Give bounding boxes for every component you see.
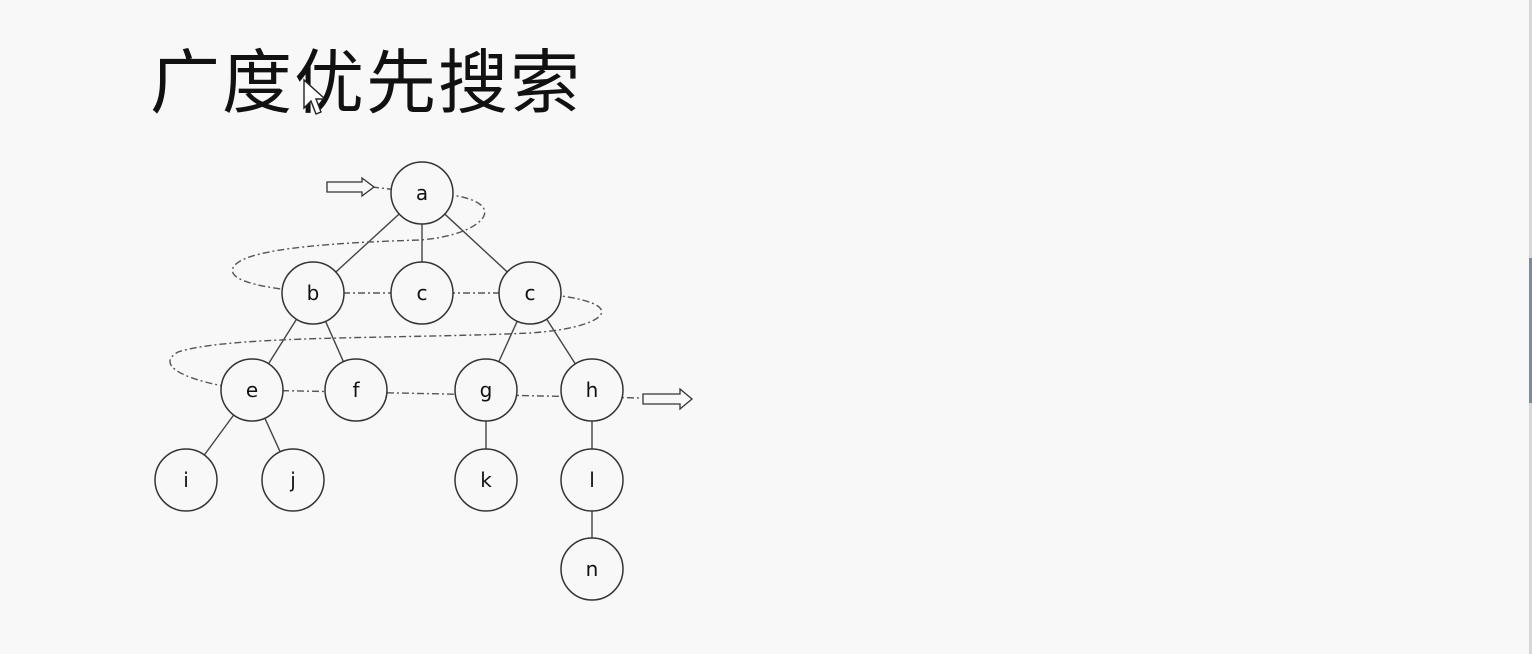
tree-node-b: b — [281, 261, 345, 325]
tree-node-circle — [498, 261, 562, 325]
tree-node-circle — [390, 161, 454, 225]
tree-edge-a-c2 — [444, 213, 508, 273]
tree-edges — [203, 213, 593, 538]
slide-title: 广度优先搜索 — [150, 42, 582, 124]
tree-node-label: a — [416, 181, 428, 205]
tree-node-circle — [261, 448, 325, 512]
tree-node-circle — [560, 537, 624, 601]
tree-node-label: n — [586, 557, 599, 581]
tree-node-circle — [154, 448, 218, 512]
tree-node-circle — [220, 358, 284, 422]
tree-node-f: f — [324, 358, 388, 422]
tree-edge-b-e — [267, 318, 298, 365]
tree-node-label: l — [589, 468, 595, 492]
start-arrow-icon — [326, 176, 376, 198]
tree-node-i: i — [154, 448, 218, 512]
tree-node-e: e — [220, 358, 284, 422]
tree-node-label: c — [417, 281, 428, 305]
tree-node-label: k — [480, 468, 492, 492]
traversal-loop-level-0 — [232, 186, 486, 294]
tree-node-c1: c — [390, 261, 454, 325]
tree-node-label: g — [480, 378, 493, 402]
tree-node-circle — [324, 358, 388, 422]
bfs-traversal-path — [169, 186, 641, 399]
tree-node-j: j — [261, 448, 325, 512]
tree-node-c2: c — [498, 261, 562, 325]
tree-edge-c2-h — [546, 318, 576, 365]
tree-node-circle — [281, 261, 345, 325]
tree-node-g: g — [454, 358, 518, 422]
tree-nodes: a b c c e f g h i j k l n — [154, 161, 624, 601]
tree-node-circle — [560, 358, 624, 422]
tree-node-l: l — [560, 448, 624, 512]
tree-edge-b-f — [324, 321, 345, 362]
tree-edge-a-b — [335, 213, 400, 273]
tree-node-circle — [390, 261, 454, 325]
tree-node-circle — [454, 448, 518, 512]
tree-node-label: h — [586, 378, 599, 402]
mouse-pointer-icon — [302, 78, 327, 122]
tree-node-n: n — [560, 537, 624, 601]
end-arrow-icon — [642, 387, 694, 411]
tree-edge-c2-g — [498, 320, 518, 363]
tree-node-circle — [560, 448, 624, 512]
tree-edge-e-i — [203, 414, 235, 456]
tree-node-h: h — [560, 358, 624, 422]
traversal-loop-level-2 — [251, 389, 641, 399]
tree-node-k: k — [454, 448, 518, 512]
tree-node-label: i — [183, 468, 189, 492]
tree-node-label: e — [246, 378, 258, 402]
tree-node-label: c — [525, 281, 536, 305]
tree-node-circle — [454, 358, 518, 422]
tree-node-label: b — [307, 281, 320, 305]
tree-node-a: a — [390, 161, 454, 225]
tree-node-label: j — [289, 468, 296, 492]
tree-node-label: f — [352, 378, 360, 402]
scroll-marker — [1529, 258, 1532, 403]
tree-edge-e-j — [264, 417, 281, 453]
